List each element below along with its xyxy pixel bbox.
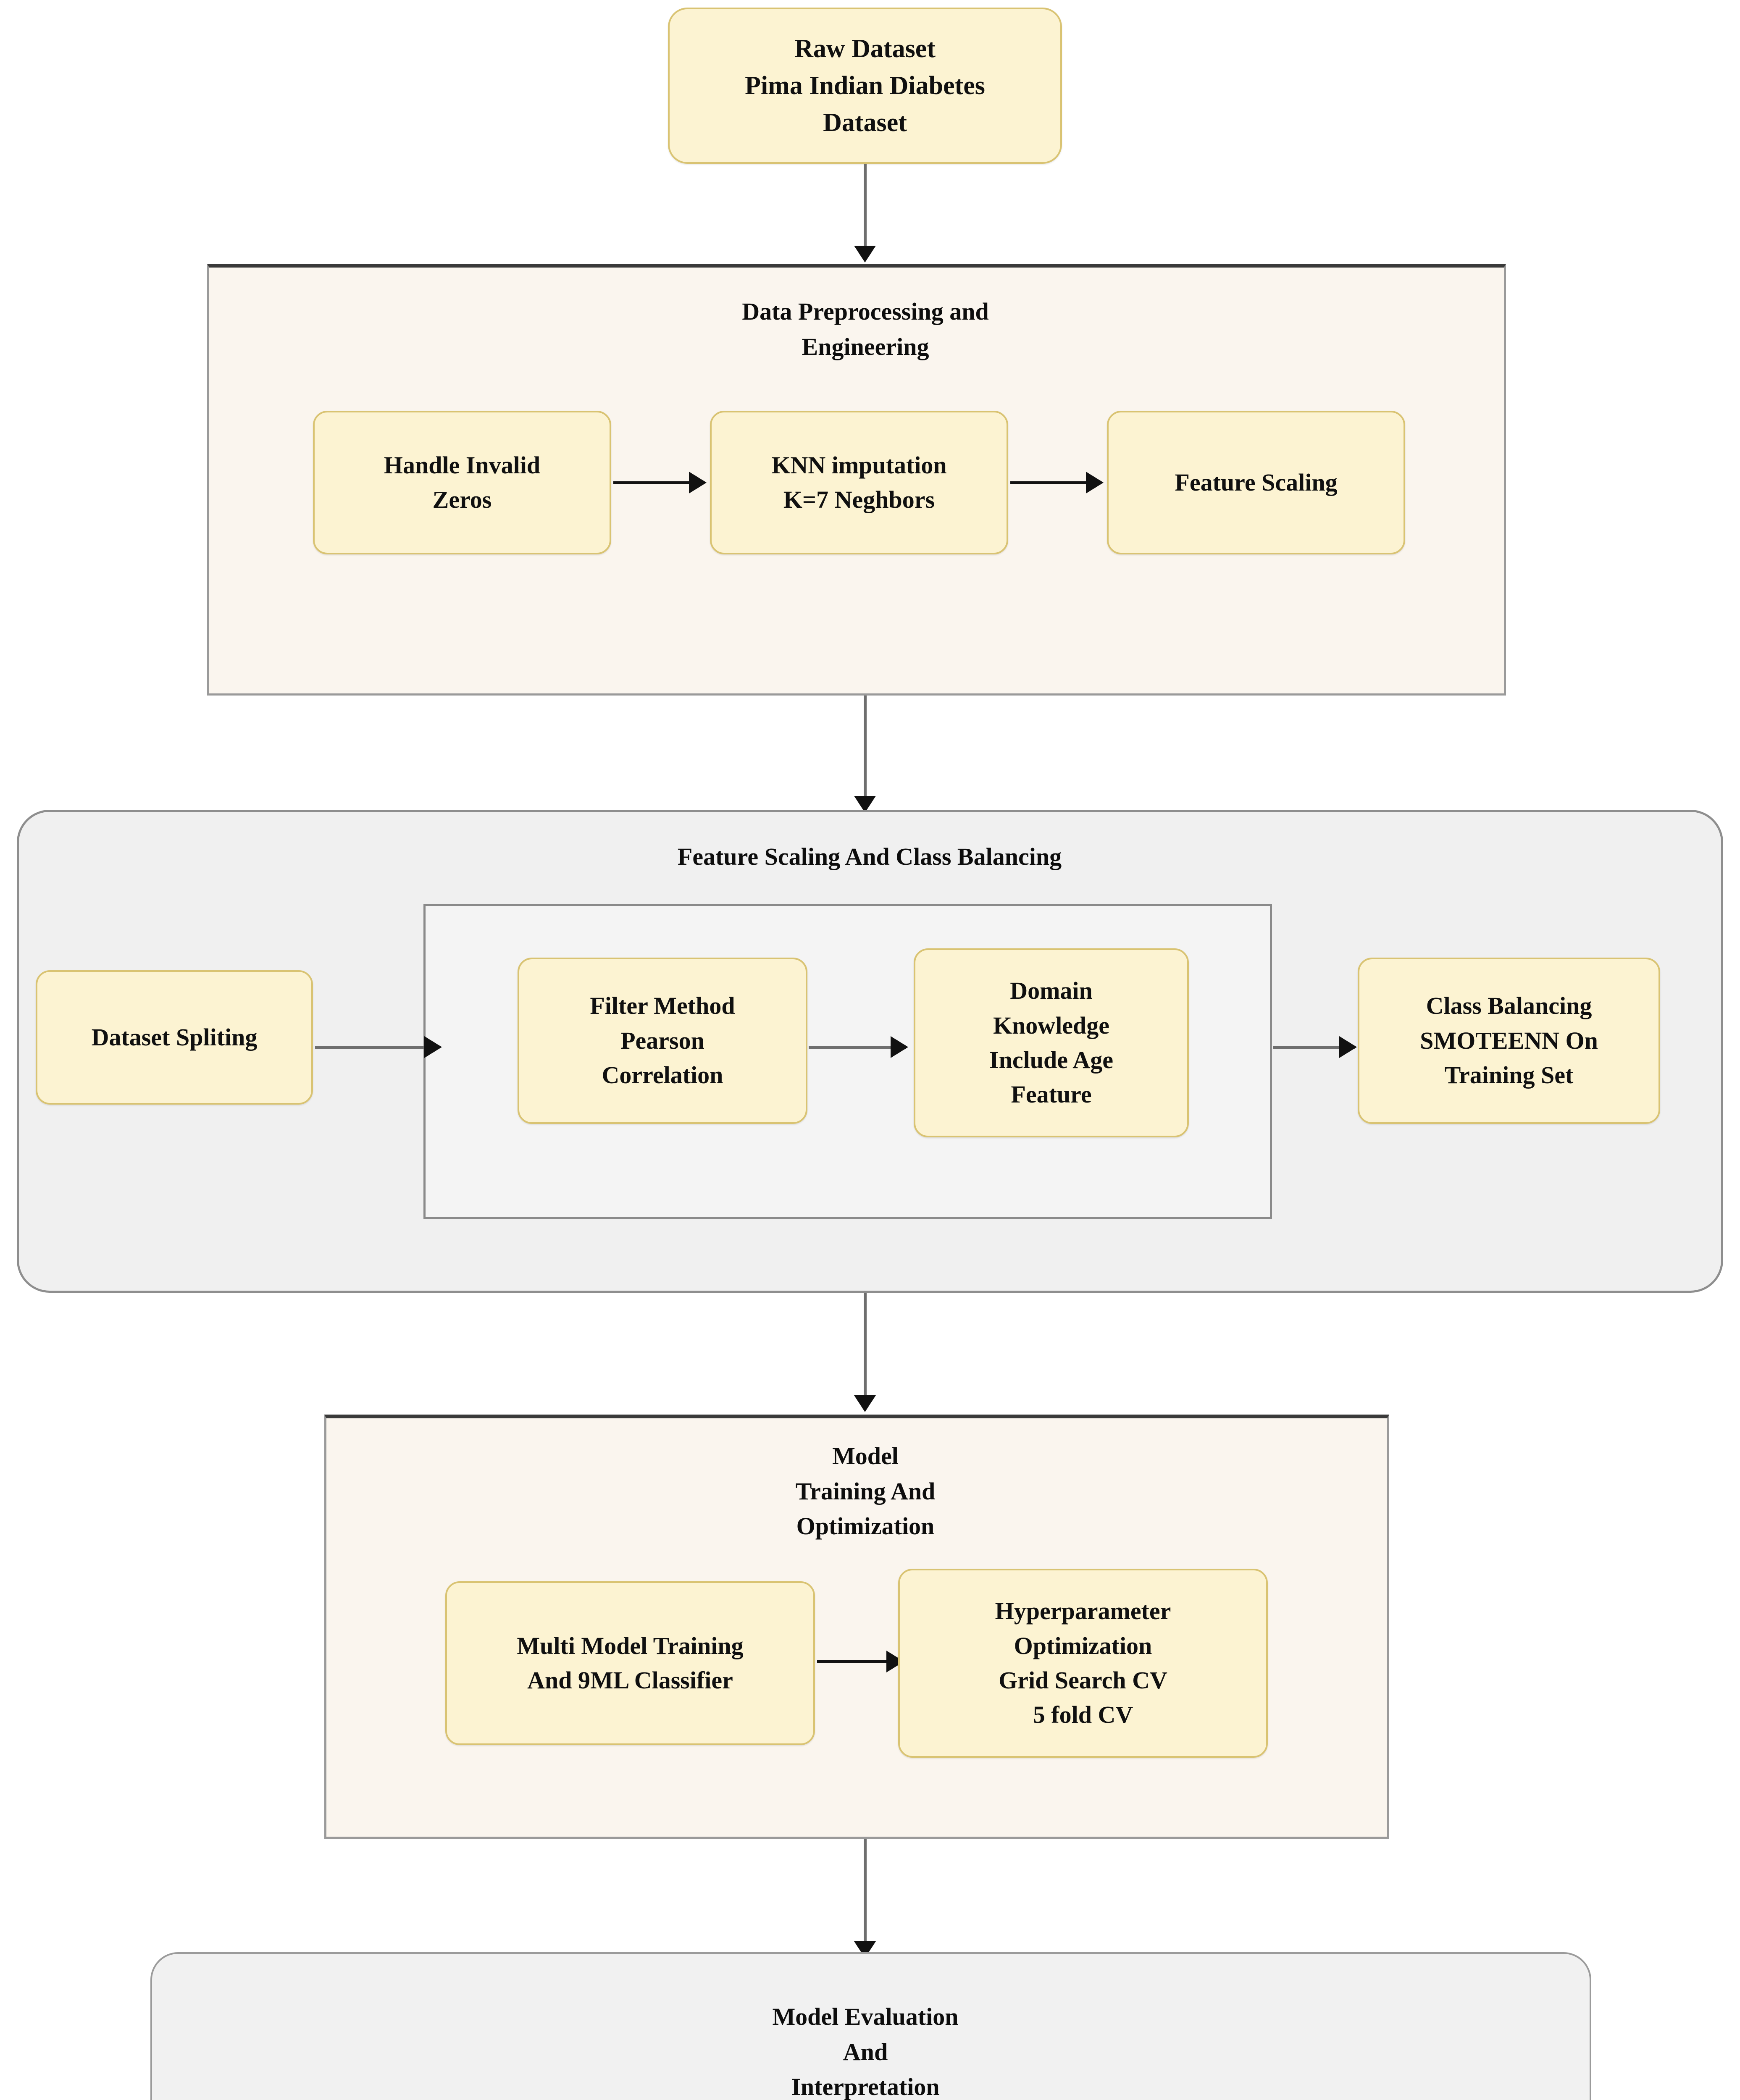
node-class-balancing-smoteenn[interactable]: Class Balancing SMOTEENN On Training Set: [1358, 958, 1660, 1124]
arrowhead-spliting-to-filter: [424, 1036, 442, 1058]
node-handle-invalid-zeros[interactable]: Handle Invalid Zeros: [313, 411, 611, 554]
arrowhead-knn-to-scaling: [1086, 472, 1104, 494]
arrowhead-domain-to-class-balancing: [1339, 1036, 1357, 1058]
connector-training-to-evaluation: [864, 1839, 867, 1946]
arrowhead-balancing-to-training: [854, 1395, 876, 1412]
node-dataset-spliting[interactable]: Dataset Spliting: [36, 970, 313, 1105]
connector-domain-to-class-balancing: [1273, 1046, 1355, 1049]
connector-preprocessing-to-balancing: [864, 696, 867, 805]
connector-filter-to-domain: [809, 1046, 906, 1049]
connector-training-to-hyperparameter: [817, 1660, 888, 1663]
connector-knn-to-scaling: [1010, 481, 1088, 484]
connector-zeros-to-knn: [613, 481, 691, 484]
connector-spliting-to-filter: [315, 1046, 428, 1049]
node-raw-dataset[interactable]: Raw Dataset Pima Indian Diabetes Dataset: [668, 8, 1062, 164]
stage-training-title: Model Training And Optimization: [795, 1442, 936, 1540]
stage-evaluation-container: [150, 1952, 1591, 2100]
arrowhead-start-to-preprocessing: [854, 246, 876, 262]
node-feature-scaling[interactable]: Feature Scaling: [1107, 411, 1405, 554]
arrowhead-filter-to-domain: [891, 1036, 908, 1058]
node-multi-model-training[interactable]: Multi Model Training And 9ML Classifier: [445, 1581, 815, 1745]
connector-start-to-preprocessing: [864, 164, 867, 252]
node-hyperparameter-optimization[interactable]: Hyperparameter Optimization Grid Search …: [898, 1569, 1268, 1758]
stage-balancing-title: Feature Scaling And Class Balancing: [677, 843, 1062, 870]
stage-evaluation-title: Model Evaluation And Interpretation: [772, 2003, 959, 2100]
connector-balancing-to-training: [864, 1293, 867, 1400]
arrowhead-zeros-to-knn: [689, 472, 707, 494]
node-knn-imputation[interactable]: KNN imputation K=7 Neghbors: [710, 411, 1008, 554]
stage-preprocessing-title: Data Preprocessing and Engineering: [742, 298, 989, 360]
node-domain-knowledge-age[interactable]: Domain Knowledge Include Age Feature: [914, 948, 1189, 1137]
node-filter-method-pearson[interactable]: Filter Method Pearson Correlation: [518, 958, 807, 1124]
